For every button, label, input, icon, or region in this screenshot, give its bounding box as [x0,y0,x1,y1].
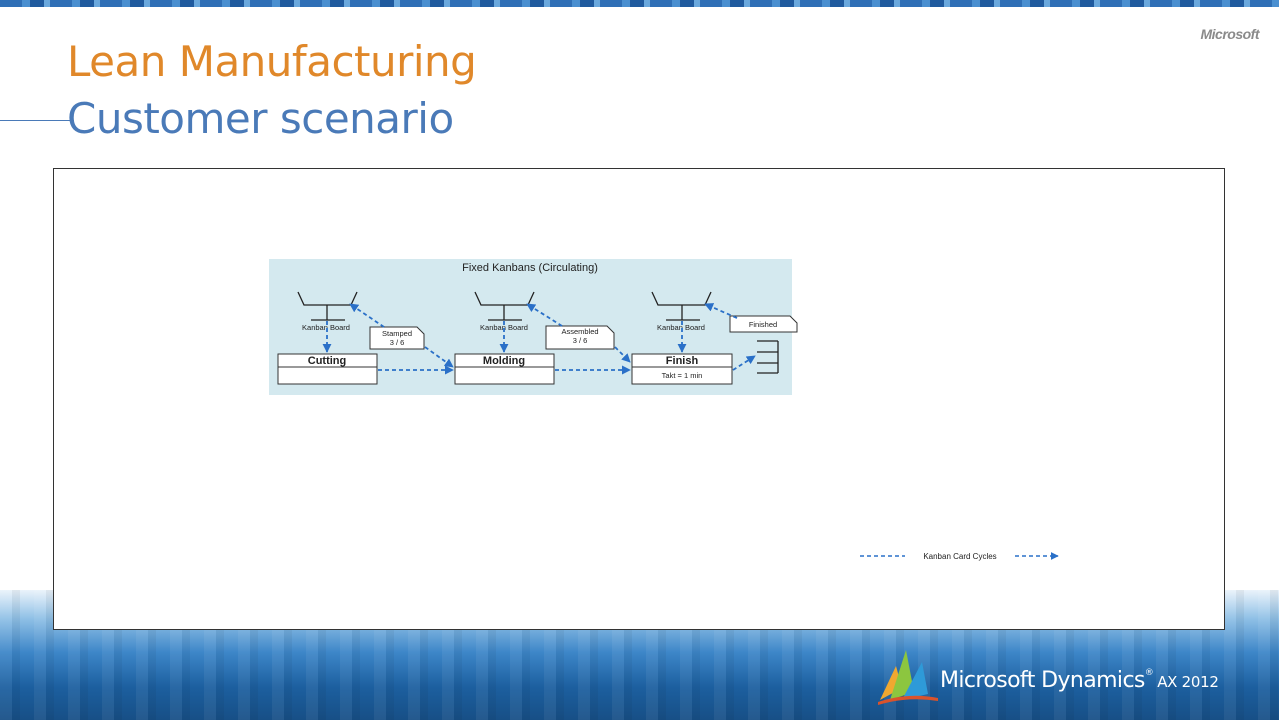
kanban-board-label: Kanban Board [480,323,528,332]
kanban-board-1: Kanban Board [297,291,358,332]
diagram-title: Fixed Kanbans (Circulating) [462,262,598,274]
flow-arrow-card-to-finish [614,346,631,363]
output-rack [757,340,779,374]
slide-subtitle: Customer scenario [67,94,454,143]
station-cutting: Cutting [277,353,378,385]
station-finish: Finish Takt = 1 min [631,353,733,385]
dynamics-wordmark: Microsoft Dynamics®AX 2012 [940,668,1219,693]
kanban-board-2: Kanban Board [474,291,535,332]
kanban-board-label: Kanban Board [657,323,705,332]
station-name: Cutting [308,355,346,367]
station-takt: Takt = 1 min [662,371,703,380]
title-accent-rule [0,120,74,121]
card-count: 3 / 6 [573,336,588,345]
flow-arrow-card-to-molding [424,346,454,368]
station-molding: Molding [454,353,555,385]
kanban-card-assembled: Assembled 3 / 6 [545,325,615,350]
card-count: 3 / 6 [390,338,405,347]
kanban-board-3: Kanban Board [651,291,712,332]
kanban-card-stamped: Stamped 3 / 6 [369,326,425,350]
dynamics-version: AX 2012 [1157,673,1219,691]
microsoft-logo: Microsoft [1200,26,1260,42]
diagram-legend: Kanban Card Cycles [860,552,1059,561]
dynamics-brand-name: Microsoft Dynamics [940,668,1145,693]
content-frame [53,168,1225,630]
station-name: Molding [483,355,525,367]
flow-arrow-finish-to-rack [732,355,756,371]
kanban-board-label: Kanban Board [302,323,350,332]
dynamics-trademark: ® [1144,668,1154,678]
legend-label: Kanban Card Cycles [923,552,996,561]
dynamics-logo-icon [878,650,938,705]
card-label: Finished [749,320,777,329]
slide-title: Lean Manufacturing [67,37,477,86]
dynamics-brand: Microsoft Dynamics®AX 2012 [878,648,1219,708]
card-label: Stamped [382,329,412,338]
station-name: Finish [666,355,699,367]
flow-arrow-card-to-board-3 [704,303,738,319]
kanban-card-finished: Finished [729,315,798,333]
card-label: Assembled [561,327,598,336]
top-decorative-stripe [0,0,1279,7]
